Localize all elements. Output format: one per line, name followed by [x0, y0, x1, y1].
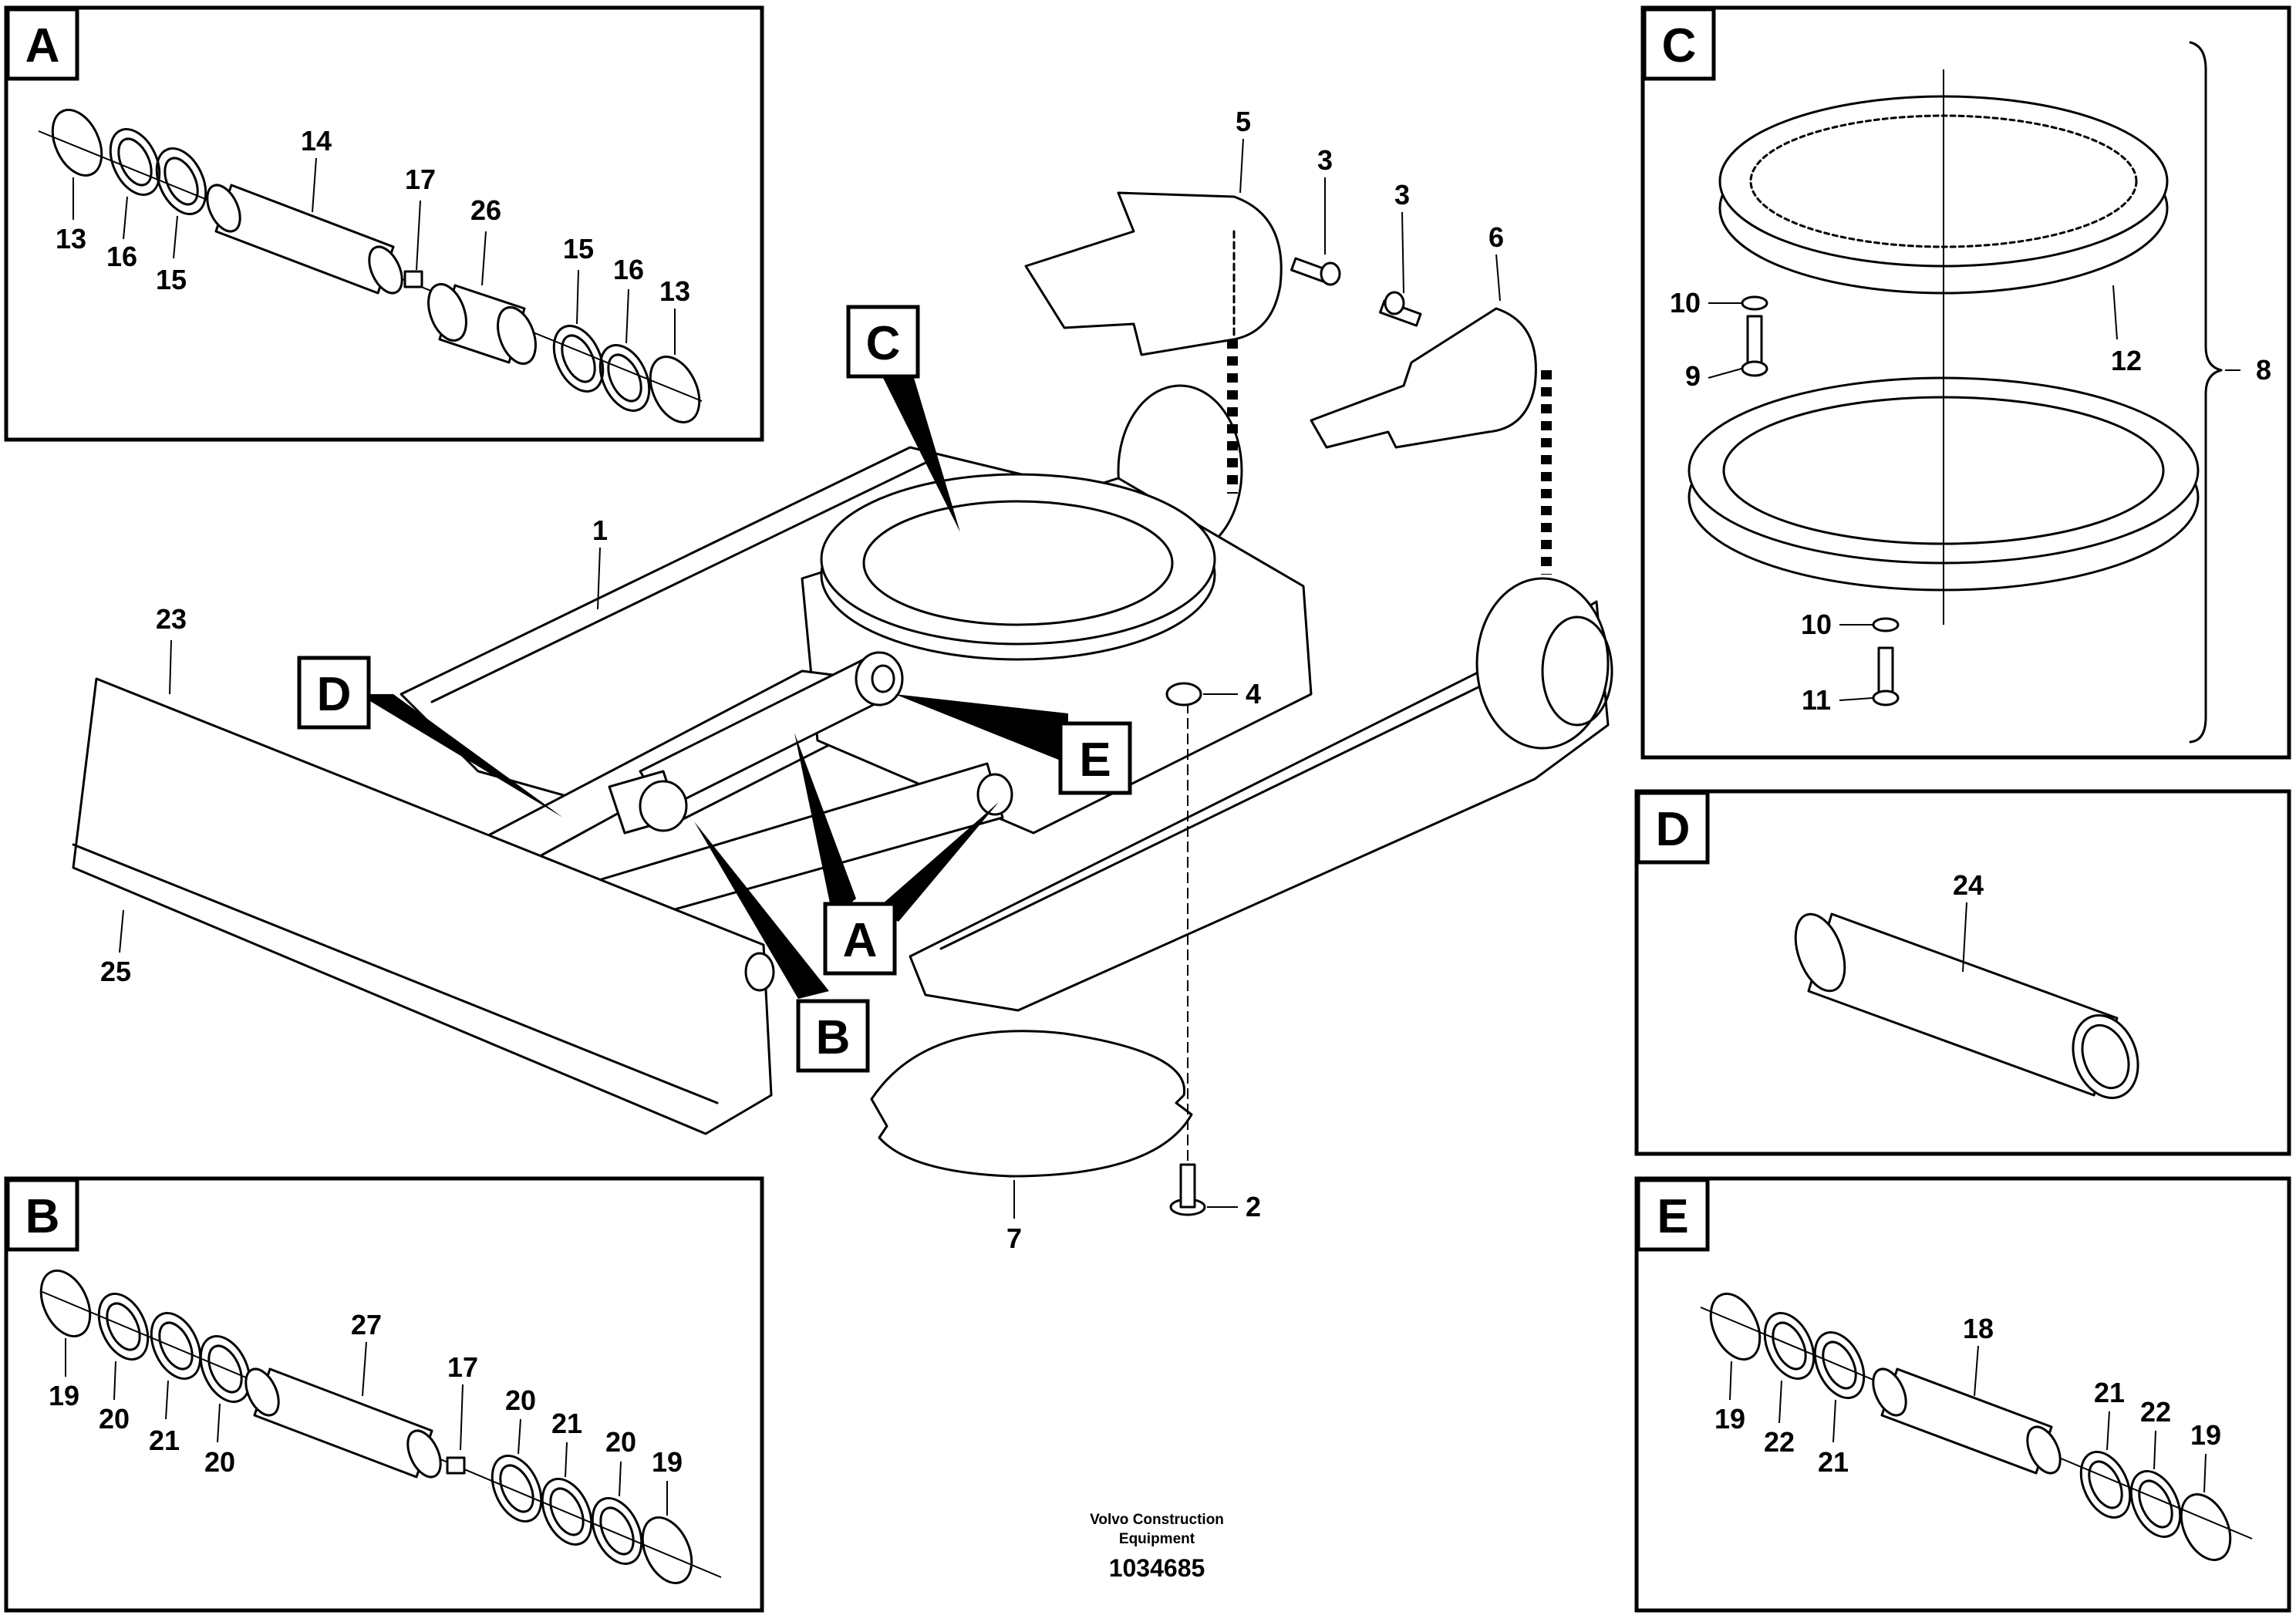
callout-19: 19 — [2190, 1419, 2221, 1451]
callout-22: 22 — [1764, 1426, 1795, 1458]
callout-14: 14 — [301, 125, 332, 157]
panel-b-tag: B — [25, 1190, 60, 1243]
callout-9: 9 — [1685, 360, 1701, 392]
callout-27: 27 — [351, 1309, 382, 1340]
callout-10: 10 — [1801, 609, 1832, 640]
callout-15: 15 — [156, 264, 187, 295]
callout-20: 20 — [505, 1384, 536, 1416]
drawing-caption: Volvo Construction Equipment 1034685 — [1090, 1512, 1224, 1582]
callout-13: 13 — [659, 275, 690, 307]
main-ref-e: E — [1079, 733, 1111, 787]
callout-20: 20 — [99, 1403, 130, 1435]
callout-13: 13 — [56, 223, 86, 255]
callout-17: 17 — [405, 164, 436, 195]
panel-d-tag: D — [1656, 803, 1691, 856]
callout-3: 3 — [1394, 179, 1410, 211]
drawing-number: 1034685 — [1109, 1554, 1205, 1582]
callout-21: 21 — [2094, 1377, 2125, 1408]
callout-4: 4 — [1246, 678, 1261, 710]
callout-21: 21 — [551, 1408, 582, 1439]
callout-12: 12 — [2111, 345, 2142, 376]
callout-25: 25 — [100, 956, 131, 987]
panel-e-tag: E — [1657, 1190, 1688, 1243]
detail-panel-b: B 19 20 21 20 27 17 20 — [4, 1176, 764, 1613]
caption-company-line2: Equipment — [1119, 1531, 1195, 1547]
panel-c-tag: C — [1662, 19, 1697, 73]
callout-19: 19 — [652, 1446, 683, 1478]
callout-18: 18 — [1963, 1313, 1994, 1344]
callout-16: 16 — [106, 241, 137, 272]
callout-20: 20 — [605, 1426, 636, 1458]
callout-20: 20 — [204, 1446, 235, 1478]
detail-panel-d: D 24 — [1634, 789, 2291, 1156]
detail-panel-e: E 19 22 21 18 21 22 19 — [1634, 1176, 2291, 1613]
callout-19: 19 — [49, 1380, 79, 1411]
callout-1: 1 — [592, 514, 608, 546]
callout-19: 19 — [1714, 1403, 1745, 1435]
main-ref-b: B — [816, 1011, 851, 1064]
main-ref-c: C — [866, 317, 901, 370]
callout-17: 17 — [447, 1351, 478, 1383]
callout-8: 8 — [2256, 354, 2271, 386]
callout-21: 21 — [1818, 1446, 1849, 1478]
callout-3: 3 — [1317, 144, 1333, 176]
callout-10: 10 — [1670, 287, 1701, 319]
caption-company-line1: Volvo Construction — [1090, 1512, 1224, 1528]
callout-22: 22 — [2140, 1396, 2171, 1428]
main-ref-d: D — [317, 668, 352, 721]
callout-26: 26 — [470, 194, 501, 226]
callout-15: 15 — [563, 233, 594, 265]
callout-2: 2 — [1246, 1191, 1261, 1222]
callout-24: 24 — [1953, 869, 1984, 901]
callout-21: 21 — [149, 1425, 180, 1456]
callout-7: 7 — [1006, 1222, 1022, 1254]
callout-6: 6 — [1489, 221, 1504, 253]
callout-5: 5 — [1236, 106, 1251, 137]
detail-panel-a: A 13 16 15 — [4, 5, 764, 442]
detail-panel-c: C 10 9 12 8 10 11 — [1640, 5, 2291, 760]
main-ref-a: A — [843, 914, 878, 967]
callout-16: 16 — [613, 254, 644, 285]
callout-23: 23 — [156, 603, 187, 635]
panel-a-tag: A — [25, 19, 60, 73]
callout-11: 11 — [1802, 684, 1831, 716]
main-assembly: 1 23 25 5 3 3 6 4 7 2 C D E A B — [72, 106, 1613, 1254]
